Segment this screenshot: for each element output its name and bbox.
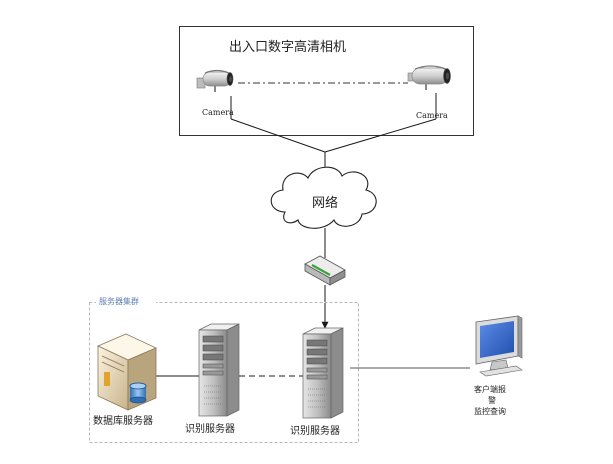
recognition-server-icon: [302, 327, 344, 419]
client-label-line3: 监控查询: [474, 407, 506, 416]
server-cluster-box: [89, 302, 359, 443]
network-label: 网络: [312, 196, 339, 211]
network-switch-icon: [304, 255, 346, 286]
camera-left-link: [230, 118, 326, 153]
database-server-label: 数据库服务器: [93, 416, 153, 427]
camera-group-title: 出入口数字高清相机: [229, 40, 347, 55]
recognition-server-label: 识别服务器: [185, 424, 235, 435]
recognition-server-icon: [198, 323, 240, 417]
server-cluster-title: 服务器集群: [99, 297, 139, 306]
camera-label: Camera: [202, 108, 234, 117]
client-label-line2: 警: [488, 396, 496, 405]
recognition-server-label: 识别服务器: [290, 426, 340, 437]
camera-label: Camera: [416, 111, 448, 120]
camera-right-link: [324, 118, 437, 153]
network-cloud-icon: [270, 166, 377, 229]
client-monitor-icon: [475, 315, 523, 377]
database-server-icon: [97, 333, 157, 411]
camera-icon: [196, 69, 234, 92]
camera-icon: [407, 65, 451, 90]
client-label-line1: 客户端报: [474, 385, 506, 394]
